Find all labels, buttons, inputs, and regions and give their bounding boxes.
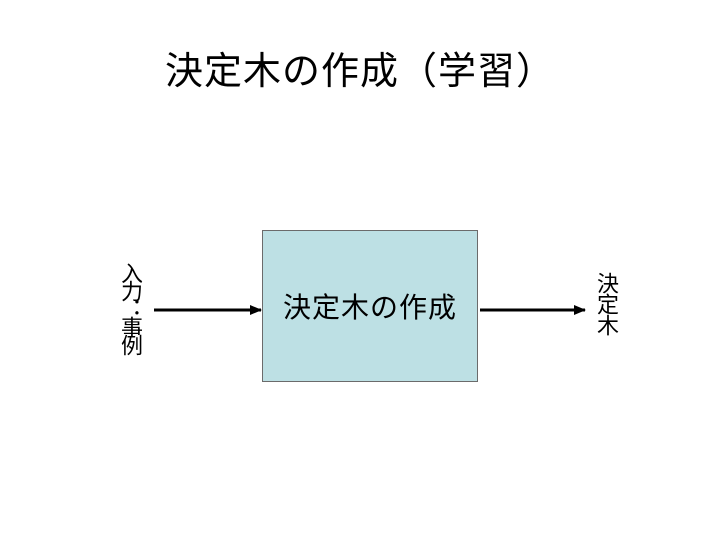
process-box: 決定木の作成 [262, 230, 478, 382]
output-label: 決定木 [593, 272, 618, 335]
slide-title: 決定木の作成（学習） [164, 49, 555, 93]
process-label: 決定木の作成 [282, 291, 457, 324]
input-label: 入力：事例 [117, 262, 142, 352]
